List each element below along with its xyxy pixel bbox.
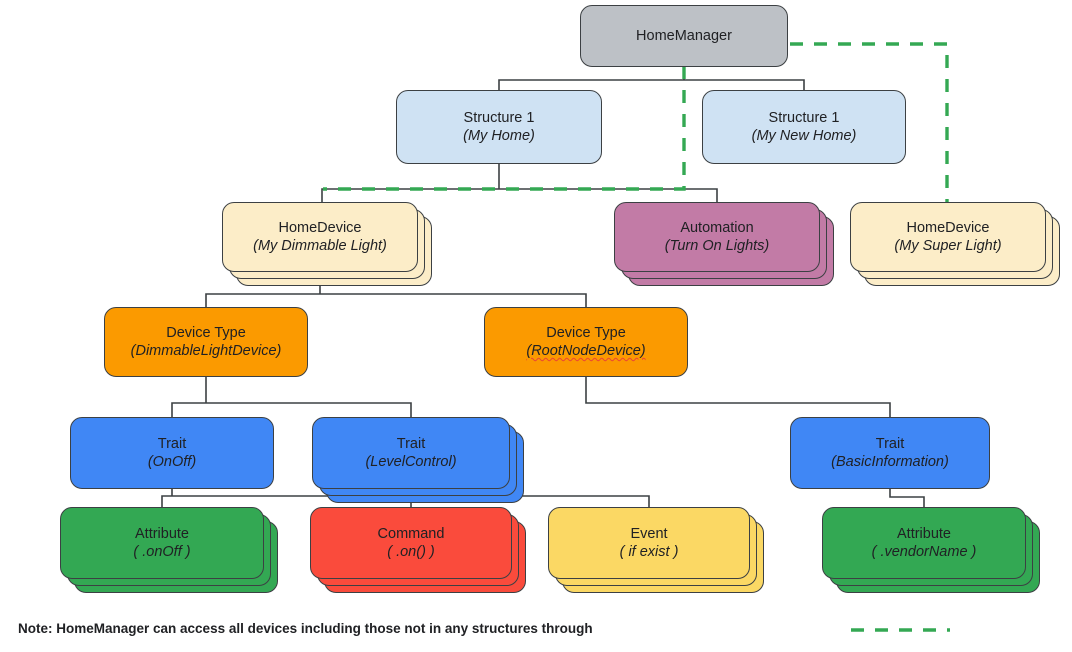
node-trait_onoff-title: Trait	[157, 435, 187, 452]
node-structure1-title: Structure 1	[463, 109, 535, 126]
node-devicetype1[interactable]: Device Type (DimmableLightDevice)	[104, 307, 308, 377]
wire-structure1-to-children	[321, 163, 718, 203]
node-automation-subtitle: (Turn On Lights)	[664, 238, 770, 254]
node-attr_vendor[interactable]: Attribute ( .vendorName )	[822, 507, 1026, 579]
node-homemanager-title: HomeManager	[636, 27, 732, 44]
node-devicetype2-subtitle: (RootNodeDevice)	[526, 343, 646, 359]
node-trait_onoff[interactable]: Trait (OnOff)	[70, 417, 274, 489]
node-homedevice2-title: HomeDevice	[906, 219, 990, 236]
node-devicetype2-title: Device Type	[546, 324, 626, 341]
node-trait_basic-subtitle: (BasicInformation)	[831, 454, 949, 470]
wire-devicetype2-to-trait	[585, 376, 891, 418]
wire-homemanager-to-structures	[498, 66, 805, 91]
wire-devicetype1-to-traits	[171, 376, 412, 418]
note-text: Note: HomeManager can access all devices…	[18, 621, 593, 636]
node-automation[interactable]: Automation (Turn On Lights)	[614, 202, 820, 272]
node-homedevice1-subtitle: (My Dimmable Light)	[253, 238, 387, 254]
node-attr_onoff-title: Attribute	[135, 525, 189, 542]
node-devicetype2[interactable]: Device Type (RootNodeDevice)	[484, 307, 688, 377]
node-trait_level-title: Trait	[396, 435, 426, 452]
node-event-title: Event	[630, 525, 668, 542]
node-attr_onoff-subtitle: ( .onOff )	[133, 544, 191, 560]
node-devicetype1-title: Device Type	[166, 324, 246, 341]
node-trait_onoff-subtitle: (OnOff)	[147, 454, 197, 470]
node-homemanager[interactable]: HomeManager	[580, 5, 788, 67]
node-attr_vendor-title: Attribute	[897, 525, 951, 542]
node-structure2-title: Structure 1	[768, 109, 840, 126]
node-trait_level-subtitle: (LevelControl)	[365, 454, 457, 470]
node-automation-title: Automation	[680, 219, 754, 236]
node-attr_vendor-subtitle: ( .vendorName )	[871, 544, 977, 560]
note-legend-dash	[851, 628, 950, 632]
node-homedevice2[interactable]: HomeDevice (My Super Light)	[850, 202, 1046, 272]
node-structure1[interactable]: Structure 1 (My Home)	[396, 90, 602, 164]
node-structure1-subtitle: (My Home)	[463, 128, 535, 144]
wire-traitbasic-to-attribute	[889, 488, 925, 508]
node-cmd_on[interactable]: Command ( .on() )	[310, 507, 512, 579]
node-structure2-subtitle: (My New Home)	[751, 128, 857, 144]
node-devicetype1-subtitle: (DimmableLightDevice)	[130, 343, 282, 359]
node-cmd_on-title: Command	[377, 525, 445, 542]
node-event[interactable]: Event ( if exist )	[548, 507, 750, 579]
node-structure2[interactable]: Structure 1 (My New Home)	[702, 90, 906, 164]
node-homedevice2-subtitle: (My Super Light)	[894, 238, 1002, 254]
node-homedevice1[interactable]: HomeDevice (My Dimmable Light)	[222, 202, 418, 272]
node-attr_onoff[interactable]: Attribute ( .onOff )	[60, 507, 264, 579]
node-homedevice1-title: HomeDevice	[278, 219, 362, 236]
node-trait_level[interactable]: Trait (LevelControl)	[312, 417, 510, 489]
node-trait_basic-title: Trait	[875, 435, 905, 452]
node-cmd_on-subtitle: ( .on() )	[387, 544, 435, 560]
node-trait_basic[interactable]: Trait (BasicInformation)	[790, 417, 990, 489]
node-event-subtitle: ( if exist )	[619, 544, 679, 560]
